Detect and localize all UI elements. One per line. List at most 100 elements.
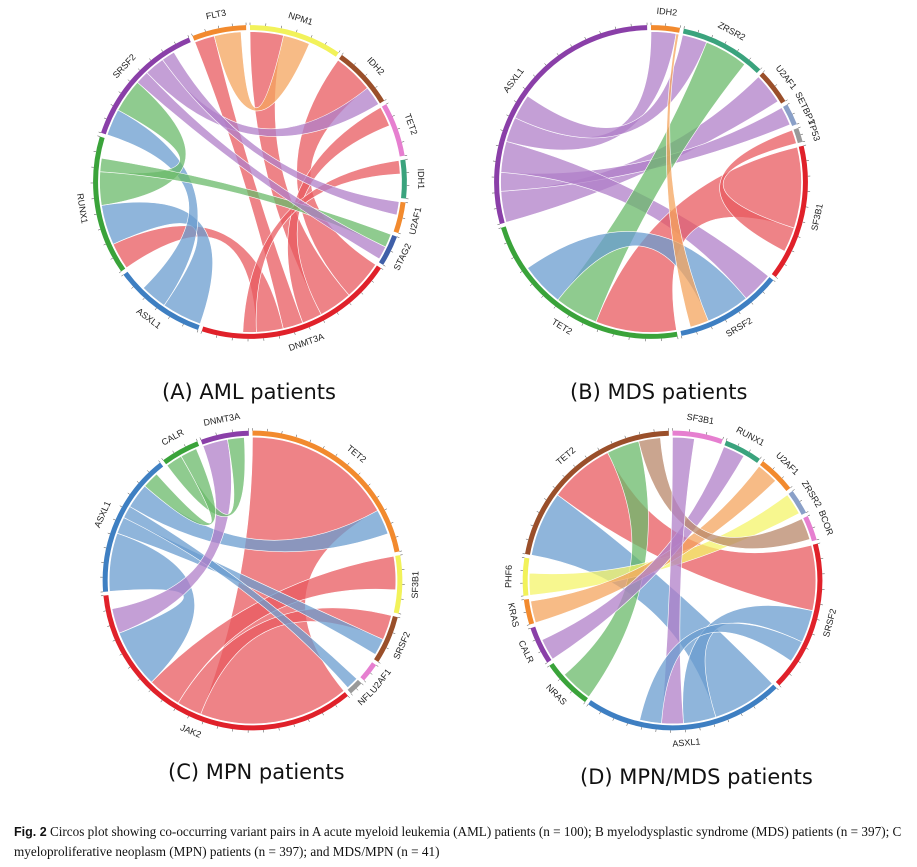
tick-mark [322, 712, 324, 716]
figure-label: Fig. 2 [14, 825, 47, 839]
tick-mark [378, 661, 381, 664]
link-flt3-npm1 [213, 31, 310, 112]
tick-mark [183, 444, 186, 447]
tick-mark [624, 435, 626, 439]
segment-npm1 [249, 25, 339, 57]
tick-mark [775, 276, 778, 279]
tick-mark [614, 26, 616, 30]
tick-mark [103, 610, 106, 612]
tick-mark [147, 470, 150, 473]
tick-mark [341, 52, 344, 55]
gene-label-bcor: BCOR [817, 509, 836, 537]
tick-mark [626, 723, 628, 726]
gene-label-runx1: RUNX1 [75, 193, 90, 225]
gene-label-idh2: IDH2 [365, 55, 386, 77]
tick-mark [118, 271, 122, 274]
tick-mark [552, 486, 555, 489]
tick-mark [137, 68, 140, 71]
tick-mark [322, 446, 325, 449]
links [99, 31, 401, 333]
tick-mark [779, 685, 782, 688]
tick-mark [118, 91, 121, 94]
tick-mark [683, 26, 685, 29]
tick-mark [137, 678, 140, 681]
tick-mark [530, 524, 534, 527]
tick-mark [158, 460, 161, 463]
segment-idh2 [338, 54, 385, 104]
segment-u2af1 [393, 201, 406, 234]
tick-mark [500, 129, 503, 131]
tick-mark [148, 690, 151, 693]
tick-mark [740, 713, 743, 717]
link-asxl1-srsf2 [106, 109, 199, 306]
tick-mark [347, 695, 350, 699]
tick-mark [154, 307, 157, 311]
gene-label-zrsr2: ZRSR2 [800, 479, 824, 509]
tick-mark [599, 711, 601, 715]
gene-label-sf3b1: SF3B1 [809, 203, 824, 232]
link-dnmt3a-tet2 [287, 106, 390, 324]
gene-label-srsf2: SRSF2 [391, 630, 412, 661]
segment-srsf2 [101, 37, 191, 135]
tick-mark [523, 612, 527, 614]
segment-kras [523, 598, 535, 625]
tick-mark [522, 86, 526, 89]
gene-label-sf3b1: SF3B1 [410, 571, 421, 599]
gene-label-zrsr2: ZRSR2 [716, 20, 747, 43]
tick-mark [296, 29, 298, 33]
tick-mark [584, 36, 586, 40]
tick-mark [173, 708, 176, 712]
tick-mark [216, 335, 218, 338]
link-asxl1-nfl [123, 506, 358, 689]
tick-mark [335, 704, 338, 708]
tick-mark [798, 126, 801, 129]
tick-mark [553, 306, 556, 309]
tick-mark [161, 458, 164, 461]
tick-mark [760, 67, 763, 70]
tick-mark [119, 505, 123, 508]
tick-mark [556, 53, 559, 56]
tick-mark [110, 257, 113, 260]
tick-mark [612, 718, 614, 721]
tick-mark [187, 715, 189, 719]
segment-idh1 [400, 159, 407, 199]
gene-label-tet2: TET2 [554, 445, 577, 467]
tick-mark [792, 112, 795, 115]
tick-mark [93, 213, 97, 215]
tick-mark [787, 102, 790, 105]
gene-label-stag2: STAG2 [392, 242, 414, 272]
tick-mark [103, 117, 107, 120]
tick-mark [398, 613, 402, 615]
segment-tp53 [793, 127, 803, 144]
tick-mark [386, 647, 389, 650]
tick-mark [110, 104, 114, 106]
tick-mark [532, 74, 536, 77]
tick-mark [737, 48, 740, 52]
gene-label-flt3: FLT3 [205, 7, 227, 21]
segment-sf3b1 [393, 555, 403, 614]
segment-nfl [347, 679, 362, 694]
tick-mark [353, 62, 357, 65]
segment-sf3b1 [672, 430, 723, 445]
tick-mark [727, 719, 730, 723]
segment-phf6 [522, 557, 530, 596]
tick-mark [112, 639, 116, 642]
tick-mark [802, 140, 806, 143]
link-jak2-sf3b1 [151, 555, 397, 704]
segment-dnmt3a [201, 265, 382, 339]
segment-tet2 [252, 430, 400, 553]
gene-label-idh2: IDH2 [656, 6, 677, 18]
gene-label-u2af1: U2AF1 [774, 63, 799, 91]
link-asxl1-srsf2 [682, 605, 813, 724]
tick-mark [395, 536, 399, 538]
tick-mark [392, 632, 396, 634]
gene-label-asxl1: ASXL1 [672, 736, 701, 748]
gene-label-idh1: IDH1 [416, 168, 426, 189]
tick-mark [749, 449, 751, 452]
tick-mark [526, 624, 530, 626]
tick-mark [161, 49, 163, 52]
tick-mark [737, 443, 740, 446]
tick-mark [513, 100, 517, 103]
tick-mark [785, 99, 788, 102]
